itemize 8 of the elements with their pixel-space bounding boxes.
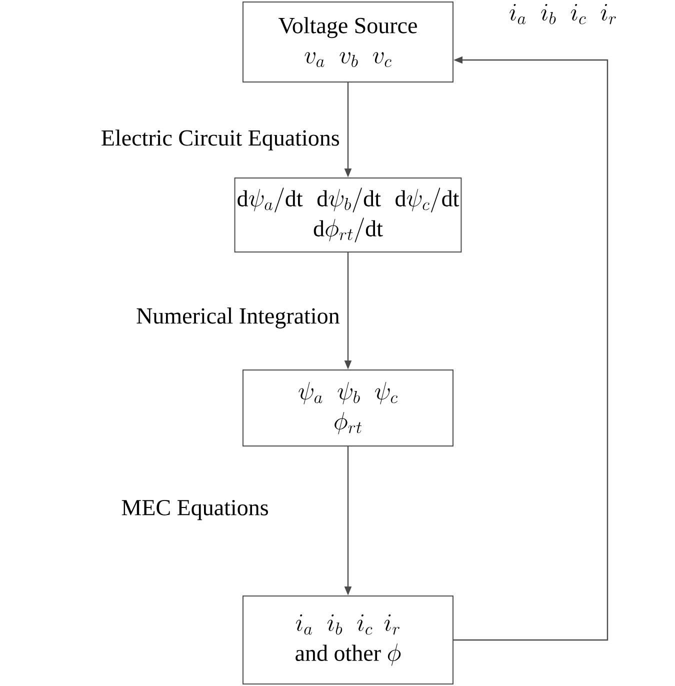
edge-label: $i_a\;\; i_b\;\; i_c\;\; i_r$ [510,4,616,24]
process-box: Voltage Source $v_a\;\; v_b\;\; v_c$ [242,2,454,82]
edge-label: Numerical Integration [136,308,340,328]
process-box: $i_a\;\; i_b\;\; i_c\;\, i_r$ $\mbox{and other }\phi$ [242,596,454,684]
edge-label: MEC Equations [122,500,268,520]
edge-label: Electric Circuit Equations [102,130,340,150]
process-box: $\psi_a\;\; \psi_b\;\; \psi_c$ $\phi_{rt}$ [242,370,454,446]
process-box: $\mathrm{d}\psi_a/\mathrm{dt}\;\; \mathrm{d}\psi_b/\mathrm{dt}\;\; \mathrm{d}\psi_c/\mathrm{dt}$ $\mathrm{d}\phi_{rt}/\mathrm{dt}$ [234,178,462,252]
